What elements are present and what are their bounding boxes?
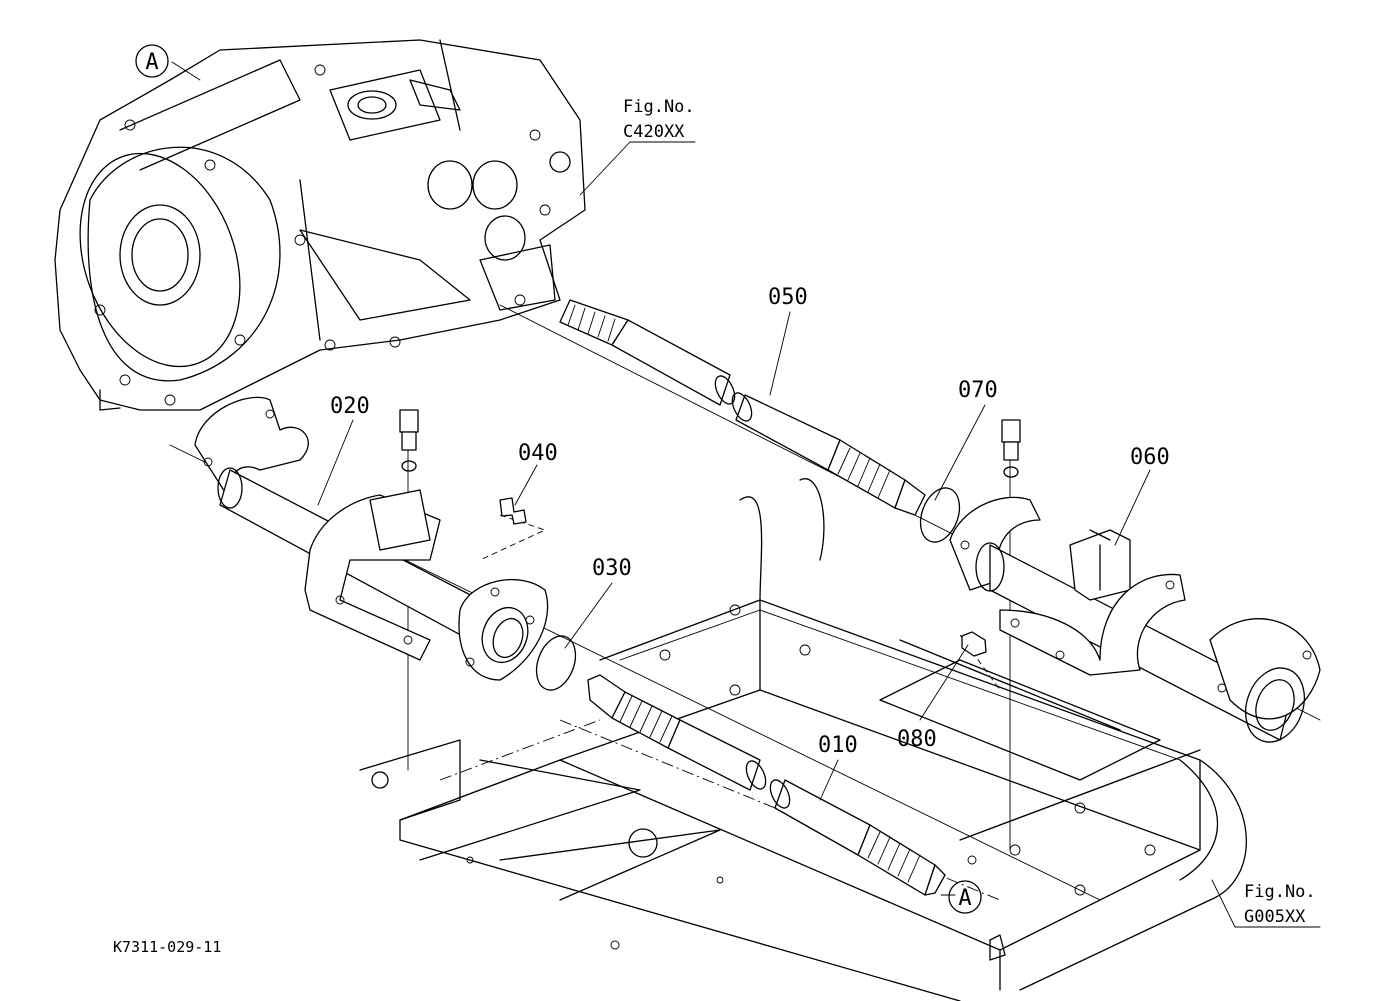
- label-070: 070: [958, 378, 998, 403]
- callout-a-top: A: [145, 50, 158, 75]
- housing-060: [949, 496, 1321, 743]
- label-010: 010: [818, 733, 858, 758]
- label-050: 050: [768, 285, 808, 310]
- labels: 050 070 060 020 040 030 010 080 A A Fig.…: [113, 44, 1316, 956]
- label-080: 080: [897, 727, 937, 752]
- label-030: 030: [592, 556, 632, 581]
- drawing-code: K7311-029-11: [113, 938, 221, 956]
- o-ring-070: [919, 487, 961, 543]
- fig-ref-frame-line1: Fig.No.: [1244, 882, 1316, 902]
- label-020: 020: [330, 394, 370, 419]
- bolt-080: [961, 631, 987, 657]
- label-040: 040: [518, 441, 558, 466]
- label-060: 060: [1130, 445, 1170, 470]
- bolt-040: [499, 497, 527, 525]
- fig-ref-transmission-line2: C420XX: [623, 122, 685, 142]
- shaft-010: [587, 674, 946, 896]
- shaft-050: [559, 299, 926, 516]
- callout-a-bottom-circle: [948, 880, 982, 914]
- fig-ref-transmission-line1: Fig.No.: [623, 97, 695, 117]
- o-ring-030: [535, 635, 577, 691]
- callout-a-top-circle: [135, 44, 169, 78]
- callout-a-bottom: A: [958, 886, 971, 911]
- bolts: [399, 409, 1021, 657]
- fig-ref-frame-line2: G005XX: [1244, 907, 1306, 927]
- transmission-case: [54, 39, 586, 411]
- housing-020: [194, 396, 549, 681]
- leader-lines: [171, 61, 1321, 928]
